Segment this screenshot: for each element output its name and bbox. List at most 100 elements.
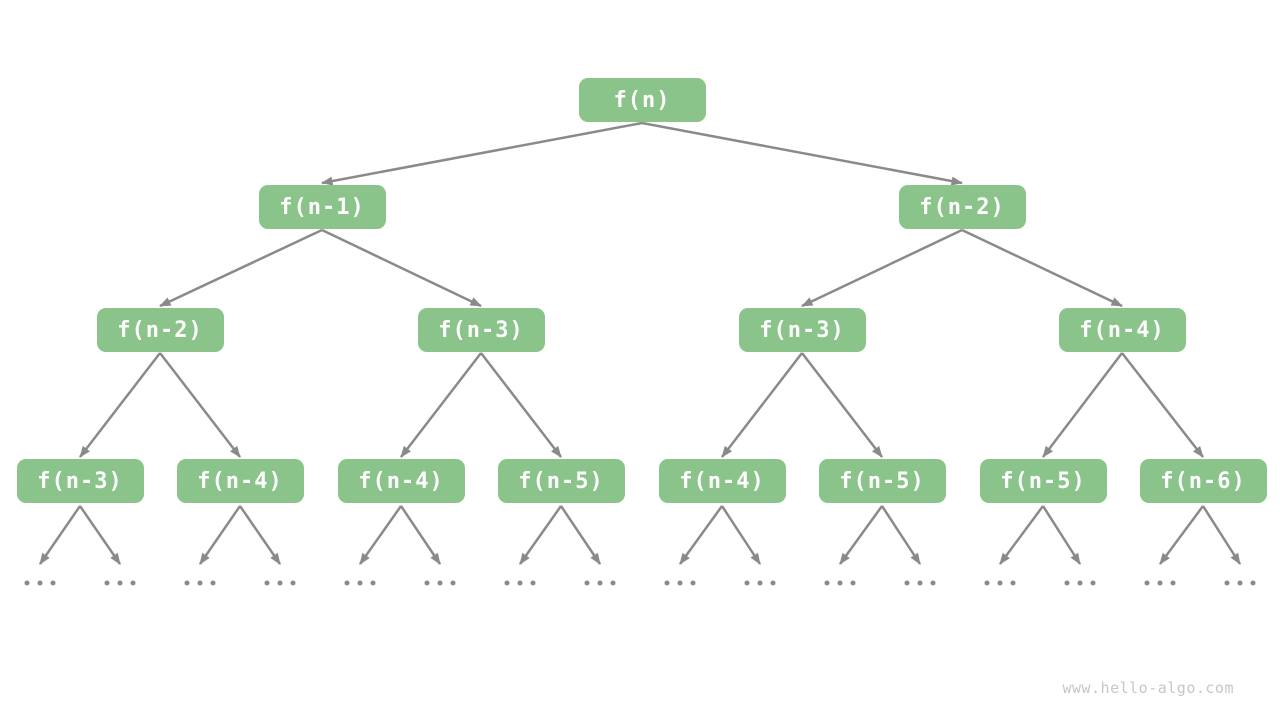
edge-arrow — [838, 505, 884, 565]
tree-node: f(n-4) — [337, 459, 465, 503]
edge-arrow — [78, 505, 122, 565]
tree-node: f(n-2) — [898, 185, 1026, 229]
tree-node: f(n-5) — [818, 459, 946, 503]
ellipsis-dot — [850, 580, 856, 586]
ellipsis — [424, 580, 456, 586]
tree-node: f(n-2) — [96, 308, 224, 352]
edge-arrow — [400, 352, 482, 458]
ellipsis — [24, 580, 56, 586]
tree-node: f(n-3) — [738, 308, 866, 352]
ellipsis-dot — [264, 580, 270, 586]
ellipsis-dot — [530, 580, 536, 586]
ellipsis-dot — [744, 580, 750, 586]
ellipsis-dot — [504, 580, 510, 586]
ellipsis — [1224, 580, 1256, 586]
ellipsis-dot — [770, 580, 776, 586]
edge-arrow — [961, 228, 1123, 308]
ellipsis — [1144, 580, 1176, 586]
edge-arrow — [1121, 352, 1204, 458]
edge-arrow — [358, 505, 403, 565]
ellipsis-dot — [1170, 580, 1176, 586]
edge-arrow — [399, 505, 442, 565]
ellipsis-dot — [517, 580, 523, 586]
edge-arrow — [1041, 505, 1082, 565]
ellipsis — [104, 580, 136, 586]
edge-arrow — [1042, 352, 1123, 458]
edge-arrow — [198, 505, 242, 565]
tree-node: f(n-6) — [1139, 459, 1267, 503]
edge-arrow — [678, 505, 724, 565]
ellipsis — [824, 580, 856, 586]
ellipsis — [584, 580, 616, 586]
ellipsis-dot — [344, 580, 350, 586]
ellipsis-dot — [370, 580, 376, 586]
edge-arrow — [1158, 505, 1205, 565]
tree-node: f(n) — [578, 78, 706, 122]
ellipsis-dot — [1144, 580, 1150, 586]
tree-node: f(n-4) — [658, 459, 786, 503]
ellipsis-dot — [584, 580, 590, 586]
edge-arrow — [801, 352, 883, 458]
edge-arrow — [480, 352, 562, 458]
ellipsis-dot — [277, 580, 283, 586]
ellipsis-dot — [197, 580, 203, 586]
ellipsis-dot — [664, 580, 670, 586]
edge-arrow — [998, 505, 1045, 565]
tree-node: f(n-4) — [1058, 308, 1186, 352]
ellipsis-dot — [437, 580, 443, 586]
edge-arrow — [159, 352, 241, 458]
ellipsis-dot — [610, 580, 616, 586]
ellipsis-dot — [450, 580, 456, 586]
edge-arrow — [1201, 505, 1242, 565]
ellipsis-dot — [1237, 580, 1243, 586]
tree-node: f(n-4) — [176, 459, 304, 503]
ellipsis-dot — [1157, 580, 1163, 586]
ellipsis-dot — [184, 580, 190, 586]
tree-node: f(n-3) — [417, 308, 545, 352]
ellipsis — [264, 580, 296, 586]
edge-arrow — [880, 505, 922, 565]
ellipsis-dot — [690, 580, 696, 586]
ellipsis — [664, 580, 696, 586]
ellipsis — [904, 580, 936, 586]
edge-arrow — [238, 505, 282, 565]
ellipsis-dot — [210, 580, 216, 586]
ellipsis-dot — [104, 580, 110, 586]
ellipsis-dot — [597, 580, 603, 586]
ellipsis-dot — [1090, 580, 1096, 586]
ellipsis — [984, 580, 1016, 586]
edge-arrow — [721, 352, 803, 458]
ellipsis-dot — [117, 580, 123, 586]
ellipsis-dot — [677, 580, 683, 586]
tree-node: f(n-3) — [16, 459, 144, 503]
tree-node: f(n-5) — [497, 459, 625, 503]
ellipsis-dot — [1010, 580, 1016, 586]
ellipsis-dot — [1077, 580, 1083, 586]
edge-arrow — [720, 505, 762, 565]
edge-arrow — [38, 505, 82, 565]
ellipsis — [744, 580, 776, 586]
ellipsis-dot — [424, 580, 430, 586]
ellipsis-dot — [37, 580, 43, 586]
ellipsis — [504, 580, 536, 586]
ellipsis-dot — [984, 580, 990, 586]
ellipsis — [184, 580, 216, 586]
ellipsis-dot — [357, 580, 363, 586]
ellipsis-dot — [824, 580, 830, 586]
edge-arrow — [79, 352, 161, 458]
ellipsis-dot — [24, 580, 30, 586]
edge-arrow — [321, 228, 482, 308]
ellipsis-dot — [837, 580, 843, 586]
ellipsis — [344, 580, 376, 586]
ellipsis-dot — [290, 580, 296, 586]
tree-node: f(n-1) — [258, 185, 386, 229]
ellipsis-dot — [130, 580, 136, 586]
ellipsis-dot — [917, 580, 923, 586]
edge-arrow — [159, 228, 323, 308]
watermark: www.hello-algo.com — [1062, 679, 1234, 697]
edge-arrow — [801, 228, 963, 308]
edge-arrow — [321, 121, 643, 186]
tree-node: f(n-5) — [979, 459, 1107, 503]
edge-arrow — [641, 121, 963, 186]
